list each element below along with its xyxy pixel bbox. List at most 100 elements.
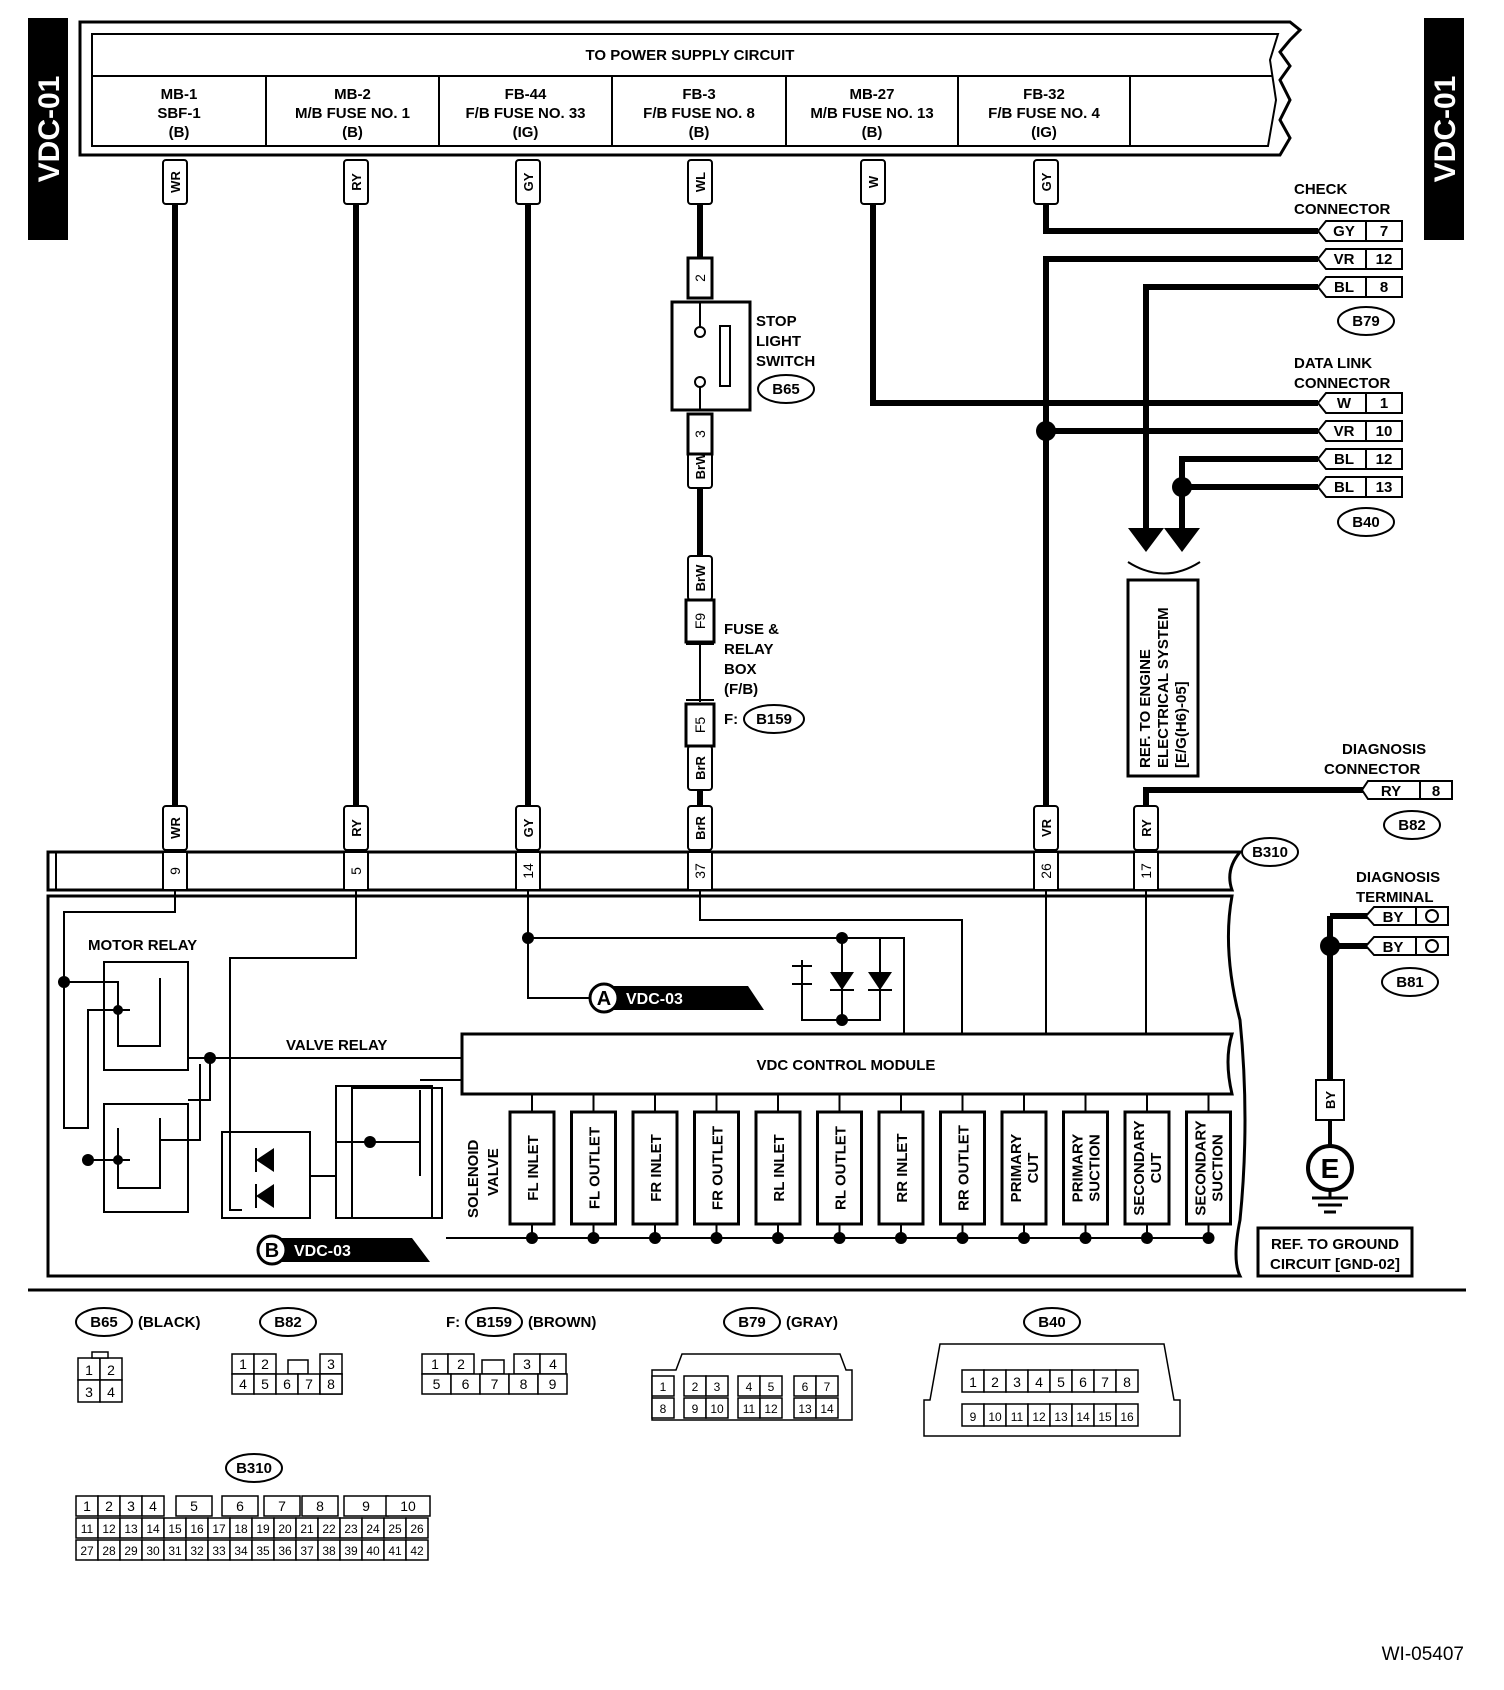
wire-tag-text: BrR — [693, 755, 708, 779]
solenoid-valve: RR INLET — [877, 1094, 925, 1244]
pin-num: 12 — [1376, 451, 1393, 468]
wire-tag-text: BrW — [693, 452, 708, 479]
grid-pin: 7 — [1101, 1374, 1109, 1390]
grid-pin: 31 — [168, 1544, 182, 1558]
b79-view-id: B79 — [738, 1314, 766, 1331]
diag-connector-id: B82 — [1398, 817, 1426, 834]
grid-pin: 23 — [344, 1522, 358, 1536]
ref-a-text: VDC-03 — [626, 991, 683, 1008]
connector-view-b65: B65 (BLACK) — [75, 1307, 200, 1337]
grid-pin: 8 — [1123, 1374, 1131, 1390]
pin-num: 10 — [1376, 423, 1393, 440]
fuse-name: F/B FUSE NO. 8 — [643, 105, 755, 122]
grid-pin: 41 — [388, 1544, 402, 1558]
grid-pin: 7 — [278, 1498, 286, 1514]
grid-pin: 10 — [400, 1498, 416, 1514]
grid-pin: 2 — [105, 1498, 113, 1514]
grid-pin: 6 — [462, 1376, 470, 1392]
fuse-box-pin-top: F9 — [692, 613, 708, 630]
solenoid-label: PRIMARY — [1008, 1134, 1025, 1203]
diag-terminal-label-2: TERMINAL — [1356, 889, 1434, 906]
side-tab-right-text: VDC-01 — [1429, 76, 1462, 183]
b79-view-color: (GRAY) — [786, 1314, 838, 1331]
engine-ref-box: REF. TO ENGINE ELECTRICAL SYSTEM [E/G(H6… — [1126, 578, 1200, 778]
fuse-type: (B) — [342, 124, 363, 141]
b159-view-id: B159 — [476, 1314, 512, 1331]
pin-color: VR — [1334, 423, 1355, 440]
grid-pin: 7 — [305, 1376, 313, 1392]
fuse-box-connector-id: B159 — [756, 711, 792, 728]
check-connector: CHECK CONNECTOR B79 — [1294, 181, 1395, 336]
wire-tag: WR — [162, 805, 188, 851]
grid-pin: 36 — [278, 1544, 292, 1558]
wire-tag-text: GY — [1039, 172, 1054, 191]
stop-switch-pin-top: 2 — [692, 274, 708, 282]
wire-tag-text: WL — [693, 172, 708, 192]
grid-pin: 6 — [802, 1380, 809, 1394]
wire-tag-text: BrR — [693, 815, 708, 839]
solenoid-label: SUCTION — [1087, 1134, 1104, 1202]
fuse-name: M/B FUSE NO. 1 — [295, 105, 410, 122]
module-connector-strip: B310 — [46, 837, 1299, 892]
fuse-cell: MB-27M/B FUSE NO. 13(B) — [810, 86, 933, 141]
fuse-id: MB-27 — [849, 86, 894, 103]
ground-ref-2: CIRCUIT [GND-02] — [1270, 1256, 1400, 1273]
wire-bl-12 — [1179, 456, 1318, 530]
wire-tag-text: GY — [521, 818, 536, 837]
pin-color: W — [1337, 395, 1352, 412]
ground-wire-tag: BY — [1323, 1091, 1338, 1109]
connector-pin: VR 10 — [1316, 420, 1403, 442]
fuse-name: M/B FUSE NO. 13 — [810, 105, 933, 122]
wire-tag: W — [860, 159, 886, 205]
grid-pin: 21 — [300, 1522, 314, 1536]
solenoid-label: CUT — [1025, 1153, 1042, 1184]
wire-tag-text: VR — [1039, 818, 1054, 837]
grid-pin: 13 — [798, 1402, 812, 1416]
grid-pin: 27 — [80, 1544, 94, 1558]
supply-title: TO POWER SUPPLY CIRCUIT — [586, 47, 795, 64]
wire-tag: GY — [1033, 159, 1059, 205]
fuse-name: F/B FUSE NO. 4 — [988, 105, 1100, 122]
fuse-type: (B) — [689, 124, 710, 141]
grid-pin: 9 — [549, 1376, 557, 1392]
solenoid-valve: RL OUTLET — [816, 1094, 863, 1244]
module-pin: 26 — [1033, 851, 1059, 891]
wire-w-datalink — [870, 200, 1318, 406]
solenoid-label: SUCTION — [1210, 1134, 1227, 1202]
wire-tag: RY — [343, 159, 369, 205]
ground-symbol: E — [1321, 1153, 1340, 1184]
wire-tags-top: WR RY GY WL W GY — [162, 159, 1059, 205]
solenoid-valve: FL INLET — [508, 1094, 556, 1244]
module-pin-num: 37 — [692, 863, 708, 879]
connector-view-b310: B310 — [225, 1453, 283, 1483]
fuse-box-prefix: F: — [724, 711, 738, 728]
grid-pin: 6 — [236, 1498, 244, 1514]
diag-terminal-id: B81 — [1396, 974, 1424, 991]
grid-pin: 37 — [300, 1544, 314, 1558]
engine-arrows — [1127, 528, 1201, 575]
solenoid-label: FL OUTLET — [587, 1127, 604, 1209]
grid-pin: 8 — [316, 1498, 324, 1514]
wire-tag: GY — [515, 159, 541, 205]
wire-tag-text: WR — [168, 171, 183, 193]
solenoid-label: RR INLET — [894, 1133, 911, 1202]
connector-pin-grids: 1234123456788123456789123456789101112131… — [75, 1343, 1181, 1561]
fuse-cell: FB-32F/B FUSE NO. 4(IG) — [988, 86, 1100, 141]
wire-tag: WL — [687, 159, 713, 205]
fuse-id: MB-2 — [334, 86, 371, 103]
check-connector-id: B79 — [1352, 313, 1380, 330]
data-link-connector: DATA LINK CONNECTOR B40 — [1294, 355, 1395, 537]
ref-b-text: VDC-03 — [294, 1243, 351, 1260]
grid-pin: 9 — [692, 1402, 699, 1416]
stop-switch-label-3: SWITCH — [756, 353, 815, 370]
datalink-connector-id: B40 — [1352, 514, 1380, 531]
grid-pin: 19 — [256, 1522, 270, 1536]
grid-pin: 4 — [239, 1376, 247, 1392]
datalink-label-2: CONNECTOR — [1294, 375, 1391, 392]
grid-pin: 1 — [85, 1362, 93, 1378]
